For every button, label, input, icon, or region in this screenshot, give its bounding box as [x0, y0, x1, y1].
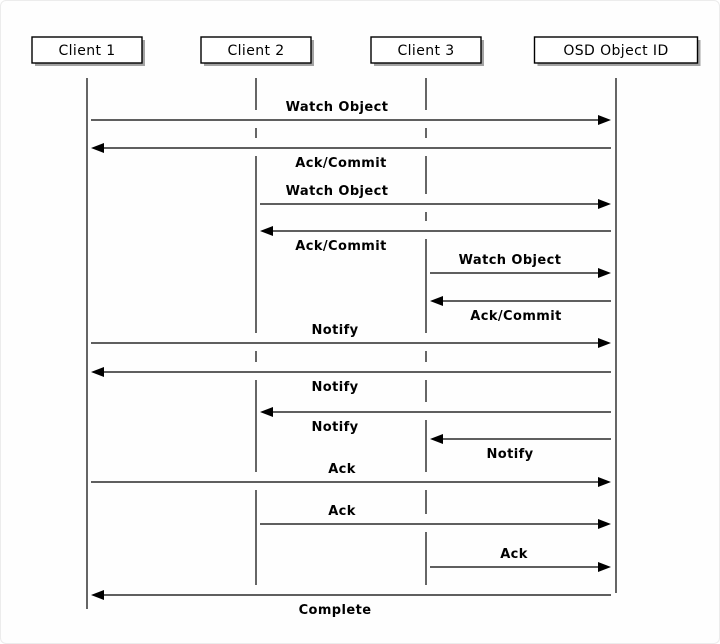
message-arrowhead [598, 199, 611, 209]
message-label: Ack/Commit [295, 156, 386, 171]
entity-box-client2 [200, 36, 312, 64]
message-label: Complete [299, 603, 372, 618]
message-label: Ack [500, 547, 528, 562]
entity-box-client3 [370, 36, 482, 64]
message-arrowhead [598, 115, 611, 125]
message-arrowhead [91, 590, 104, 600]
message-label: Notify [486, 447, 533, 462]
message-arrowhead [430, 434, 443, 444]
message-label: Notify [311, 323, 358, 338]
entity-box-osd [533, 36, 699, 64]
message-label: Ack [328, 504, 356, 519]
message-arrowhead [598, 519, 611, 529]
message-label: Ack [328, 462, 356, 477]
message-arrowhead [260, 407, 273, 417]
message-arrowhead [598, 477, 611, 487]
message-arrowhead [430, 296, 443, 306]
message-label: Watch Object [286, 184, 389, 199]
message-arrowhead [91, 143, 104, 153]
message-arrowhead [598, 562, 611, 572]
message-arrowhead [598, 268, 611, 278]
message-label: Notify [311, 420, 358, 435]
message-label: Ack/Commit [295, 239, 386, 254]
message-arrowhead [598, 338, 611, 348]
entity-box-client1 [31, 36, 143, 64]
entity-label-client1: Client 1 [58, 43, 115, 59]
message-label: Watch Object [459, 253, 562, 268]
message-label: Watch Object [286, 100, 389, 115]
message-arrowhead [260, 226, 273, 236]
message-label: Notify [311, 380, 358, 395]
message-label: Ack/Commit [470, 309, 561, 324]
entity-label-client2: Client 2 [227, 43, 284, 59]
entity-label-client3: Client 3 [397, 43, 454, 59]
entity-label-osd: OSD Object ID [563, 43, 668, 59]
message-arrowhead [91, 367, 104, 377]
